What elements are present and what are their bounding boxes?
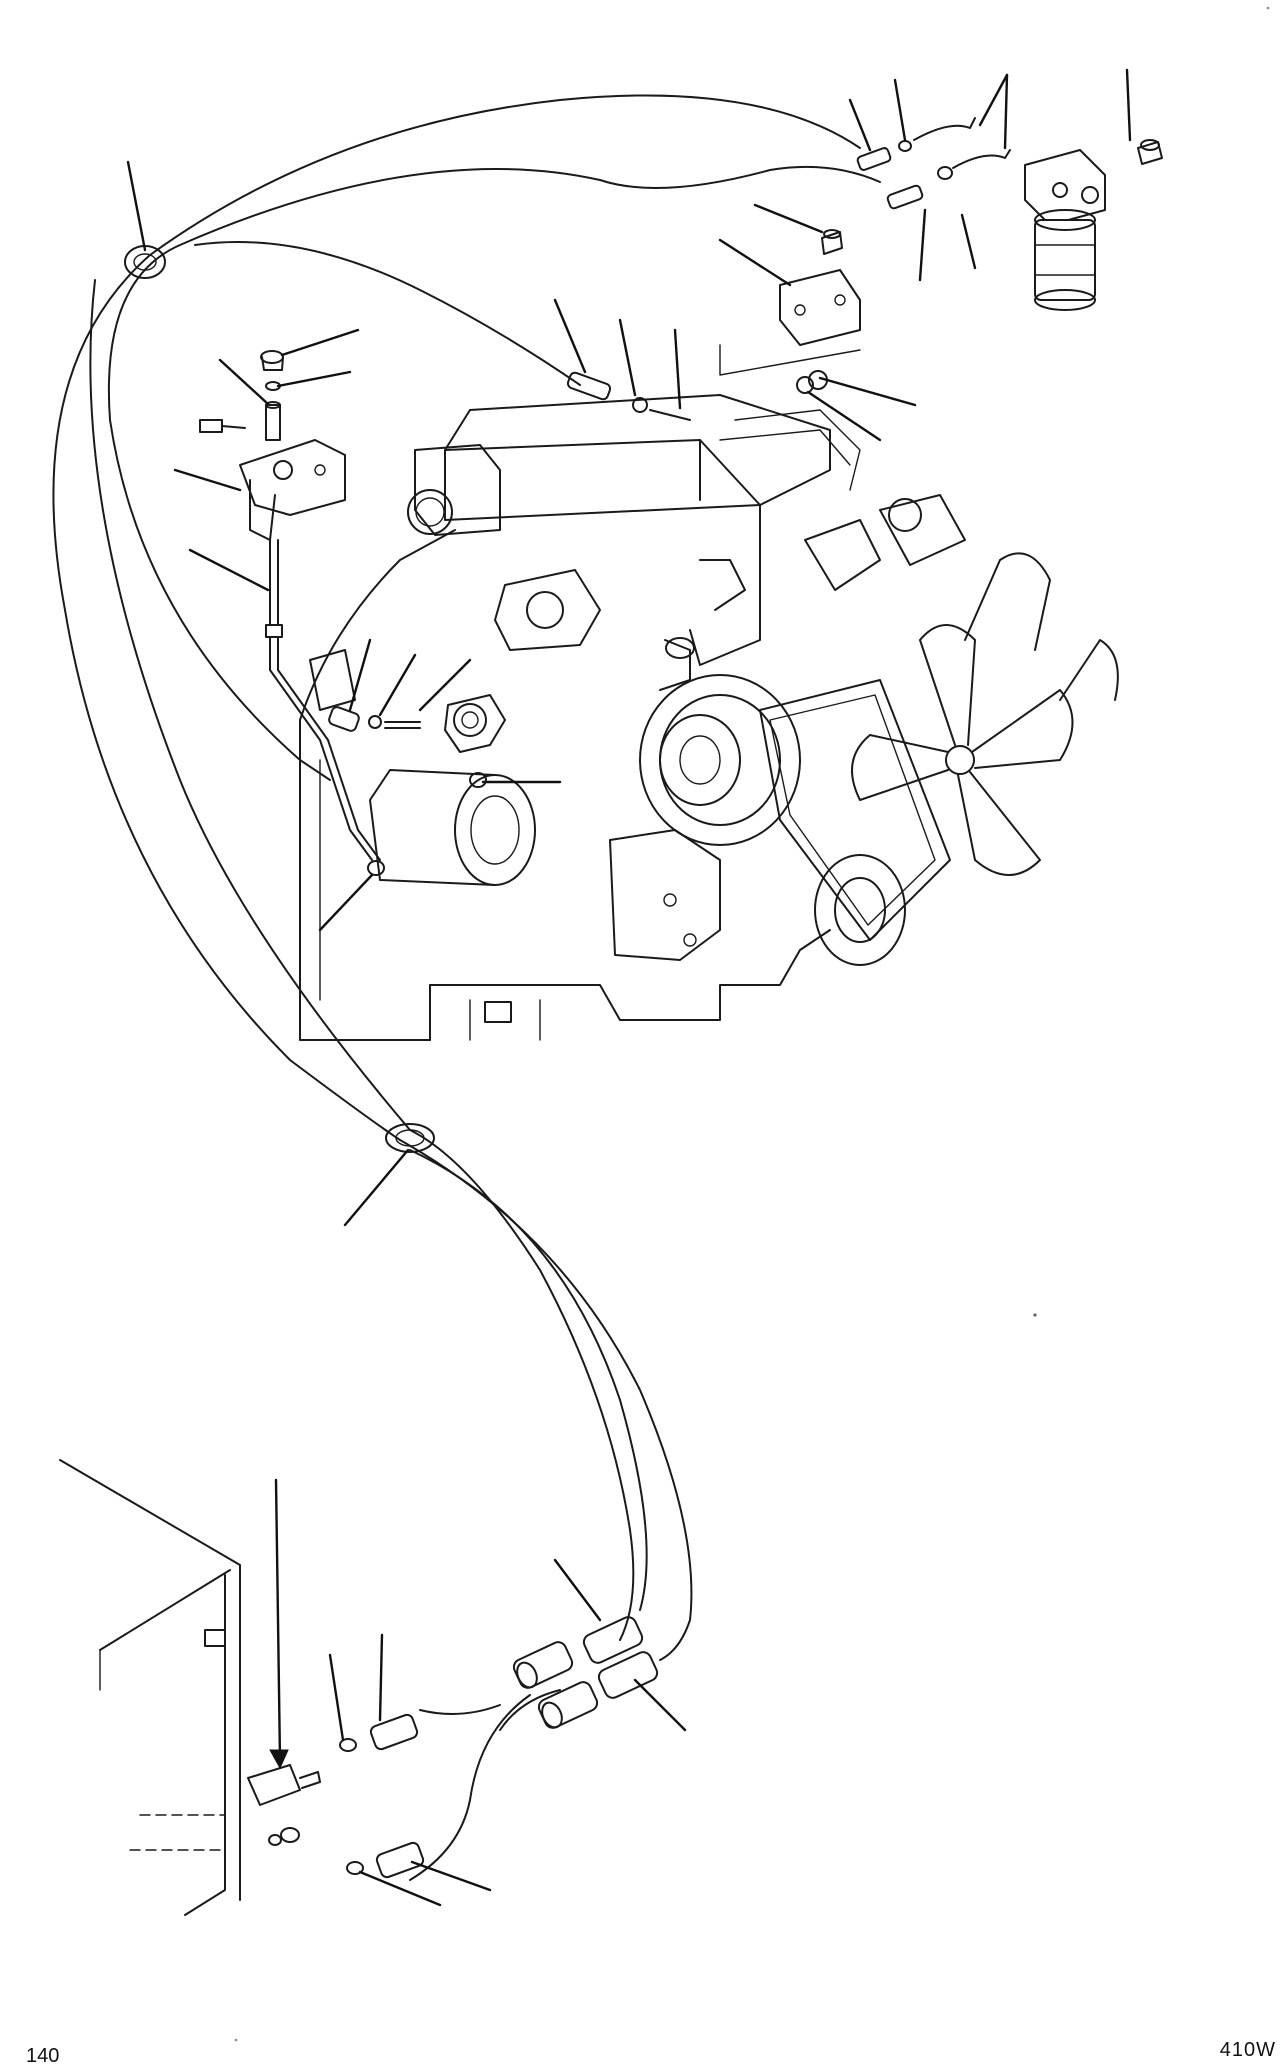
- page-number: 140: [26, 2045, 60, 2067]
- engine-block: [299, 394, 1119, 1041]
- figure-reference-code: 410W: [1219, 2039, 1276, 2061]
- filter-bracket: [719, 269, 861, 394]
- arrowhead-icon: [269, 1749, 289, 1770]
- fuel-filter-assembly: [1024, 139, 1163, 311]
- fuel-hoses: [52, 94, 881, 1881]
- fuel-tank: [59, 1459, 364, 1916]
- lower-hose-clamp: [385, 1123, 435, 1153]
- fuel-pump: [328, 694, 506, 788]
- left-bracket-assembly: [199, 350, 385, 876]
- mid-hose-fittings: [566, 371, 691, 421]
- filter-fittings: [821, 117, 1011, 255]
- leader-lines: [126, 68, 1132, 1907]
- scan-marks: [234, 6, 1270, 2042]
- lower-hose-sleeves: [369, 1616, 659, 1879]
